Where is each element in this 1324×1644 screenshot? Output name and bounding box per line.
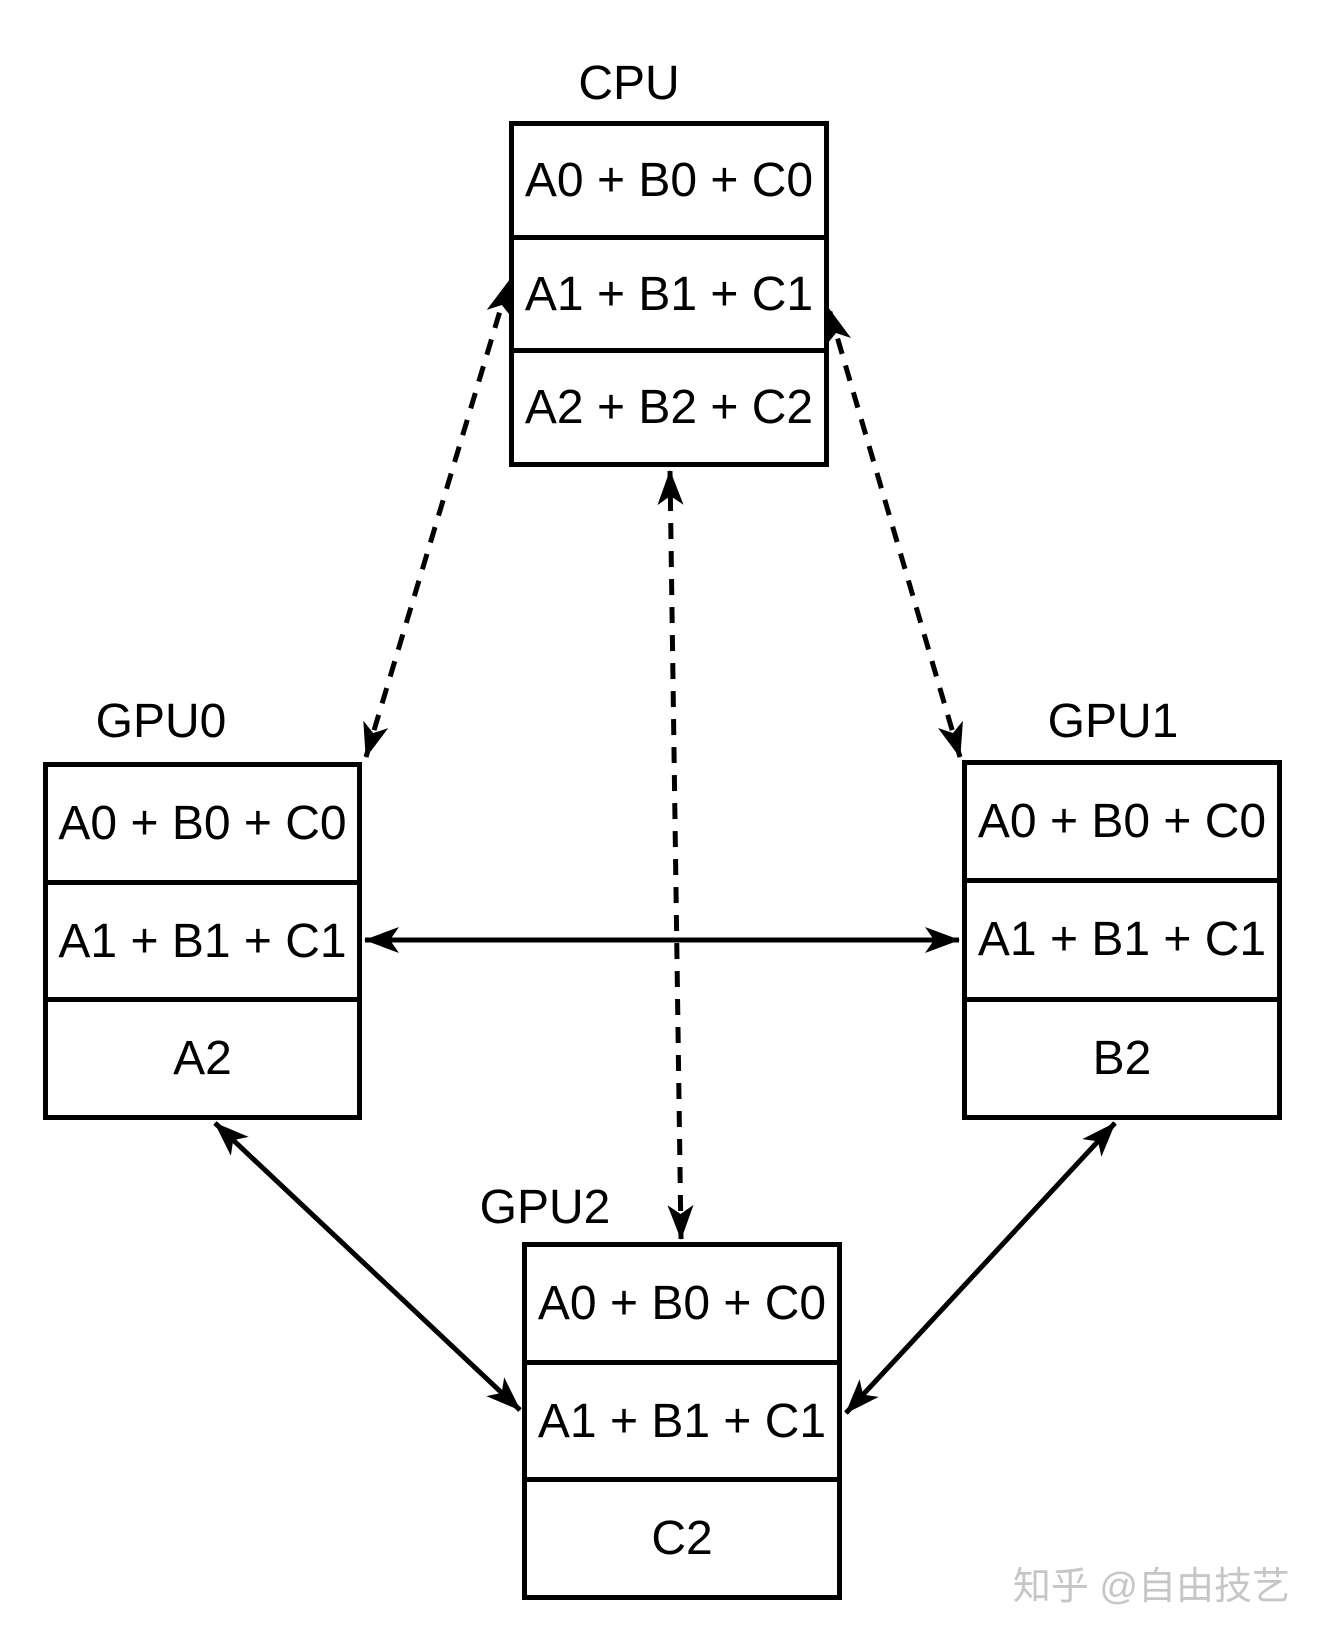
gpu0-box: A0 + B0 + C0 A1 + B1 + C1 A2 bbox=[43, 762, 362, 1120]
gpu0-row-0: A0 + B0 + C0 bbox=[58, 796, 347, 850]
gpu0-row-1: A1 + B1 + C1 bbox=[48, 879, 357, 998]
gpu1-row-0: A0 + B0 + C0 bbox=[977, 795, 1267, 849]
cpu-box: A0 + B0 + C0 A1 + B1 + C1 A2 + B2 + C2 bbox=[509, 121, 829, 467]
gpu0-label: GPU0 bbox=[95, 695, 227, 748]
edge-gpu2-cpu-dashed bbox=[657, 470, 694, 1240]
edge-gpu1-cpu-dashed bbox=[826, 308, 963, 758]
gpu2-row-2: C2 bbox=[527, 1477, 837, 1595]
cpu-row-0: A0 + B0 + C0 bbox=[524, 153, 814, 207]
gpu2-label: GPU2 bbox=[479, 1181, 611, 1234]
gpu2-row-1: A1 + B1 + C1 bbox=[527, 1359, 837, 1478]
edge-gpu0-gpu2-solid bbox=[213, 1121, 522, 1412]
gpu1-row-1: A1 + B1 + C1 bbox=[967, 878, 1277, 996]
watermark: 知乎 @自由技艺 bbox=[1012, 1566, 1290, 1608]
gpu1-label: GPU1 bbox=[1047, 695, 1179, 748]
gpu2-box: A0 + B0 + C0 A1 + B1 + C1 C2 bbox=[522, 1242, 842, 1600]
edge-gpu1-gpu2-solid bbox=[844, 1121, 1117, 1415]
edge-gpu0-cpu-dashed bbox=[363, 280, 512, 758]
gpu1-row-2: B2 bbox=[967, 996, 1277, 1115]
cpu-row-2: A2 + B2 + C2 bbox=[514, 348, 824, 462]
gpu0-row-2: A2 bbox=[48, 997, 357, 1115]
cpu-row-1: A1 + B1 + C1 bbox=[514, 234, 824, 349]
cpu-label: CPU bbox=[578, 57, 680, 110]
gpu1-box: A0 + B0 + C0 A1 + B1 + C1 B2 bbox=[962, 760, 1282, 1120]
gpu2-row-0: A0 + B0 + C0 bbox=[537, 1276, 827, 1330]
